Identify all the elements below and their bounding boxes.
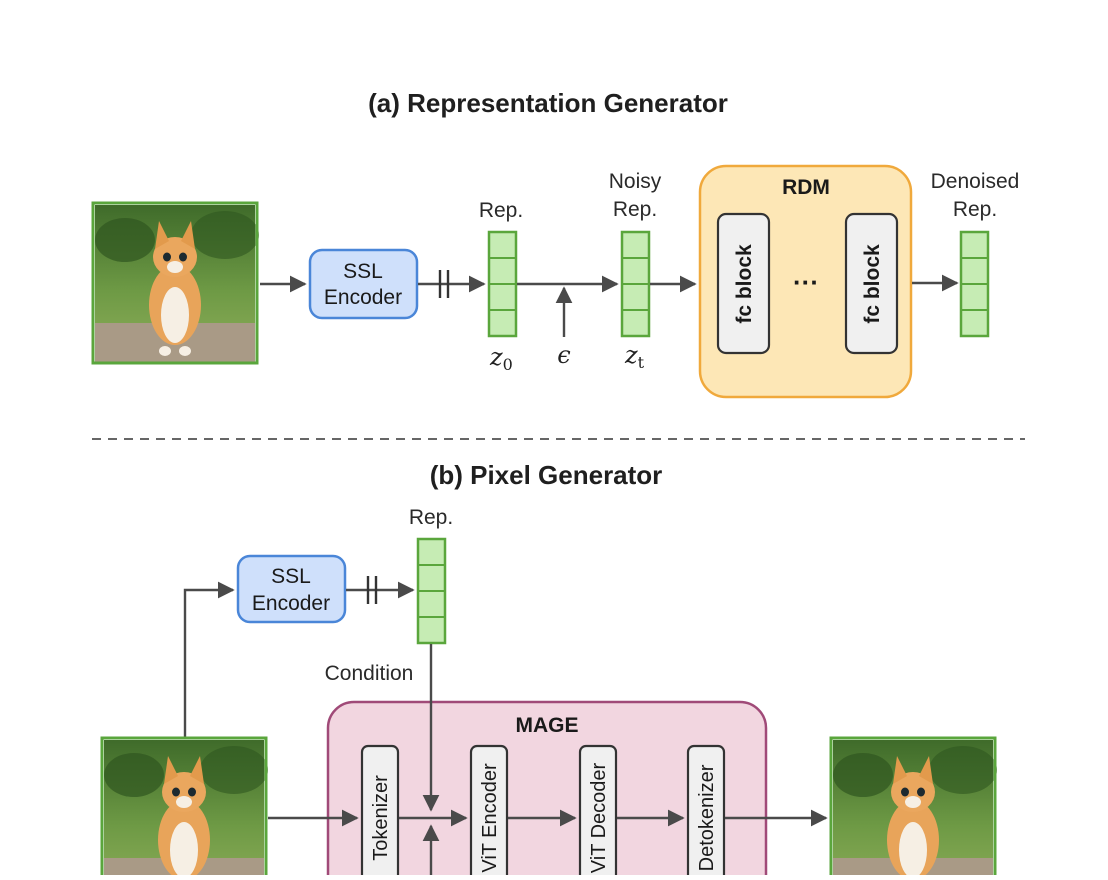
ssl-encoder-a-line1: SSL [343,260,383,283]
input-image-a [91,201,259,365]
mage-label: MAGE [516,714,579,737]
vit-encoder-label: ViT Encoder [479,763,501,873]
denoised-label-line1: Denoised [931,170,1020,193]
denoised-rep-vector [959,230,990,338]
noisy-label-line2: Rep. [613,198,657,221]
fc-block-1: fc block [716,212,771,355]
condition-label: Condition [325,662,414,685]
arrow-image-to-encoder-b [183,581,235,738]
epsilon-symbol: ϵ [557,341,570,369]
panel-a-title: (a) Representation Generator [368,88,728,118]
fc-block-1-label: fc block [733,244,756,324]
ssl-encoder-b-line2: Encoder [252,592,330,615]
rep-vector-z0 [487,230,518,338]
stop-gradient-mark-b [366,576,378,604]
tokenizer-label: Tokenizer [370,775,392,861]
denoised-label-line2: Rep. [953,198,997,221]
stop-gradient-mark-a [438,270,450,298]
ssl-encoder-a-line2: Encoder [324,286,402,309]
zt-symbol: zt [624,341,645,372]
vit-decoder-label: ViT Decoder [588,762,610,873]
ssl-encoder-a: SSL Encoder [308,248,419,320]
input-image-b [100,736,268,880]
noisy-rep-vector-zt [620,230,651,338]
mage-box: MAGE Tokenizer ViT Encoder ViT Decoder D… [326,700,768,880]
detokenizer-block: Detokenizer [686,744,726,880]
vit-encoder-block: ViT Encoder [469,744,509,880]
detokenizer-label: Detokenizer [696,764,718,871]
fc-block-2-label: fc block [861,244,884,324]
rdm-label: RDM [782,176,830,199]
rep-vector-b [416,537,447,645]
panel-b-title: (b) Pixel Generator [430,460,663,490]
rep-label-b: Rep. [409,506,453,529]
output-image-b [829,736,997,880]
noisy-label-line1: Noisy [609,170,662,193]
tokenizer-block: Tokenizer [360,744,400,880]
ssl-encoder-b-line1: SSL [271,565,311,588]
ssl-encoder-b: SSL Encoder [236,554,347,624]
rep-label-a: Rep. [479,199,523,222]
ellipsis: ··· [793,267,819,297]
vit-decoder-block: ViT Decoder [578,744,618,880]
rdm-box: RDM fc block ··· fc block [698,164,913,399]
fc-block-2: fc block [844,212,899,355]
z0-symbol: z0 [489,343,513,374]
